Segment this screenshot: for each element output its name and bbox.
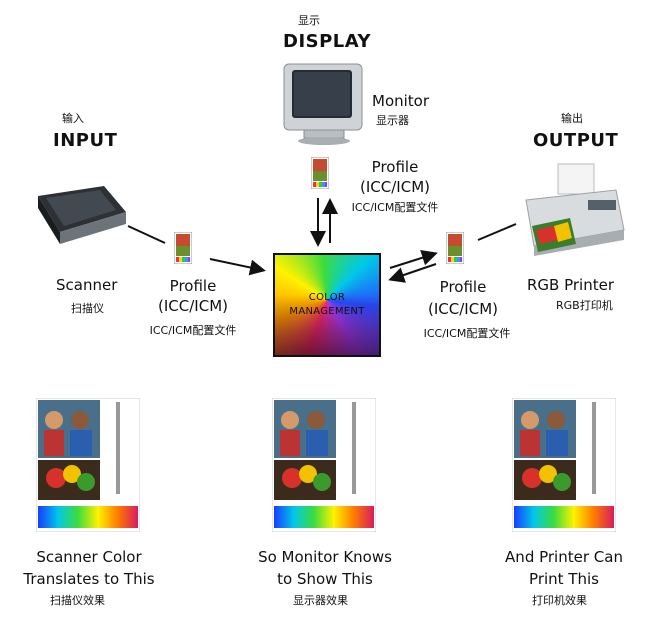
display-profile-icon <box>311 157 329 189</box>
monitor-cn-label: 显示器 <box>376 114 409 127</box>
input-profile-line1: Profile <box>169 277 217 295</box>
color-management-line2: MANAGEMENT <box>289 306 365 317</box>
input-heading: INPUT <box>53 130 118 151</box>
monitor-caption-line2: to Show This <box>277 570 373 588</box>
output-back-arrow <box>388 263 437 283</box>
input-profile-line2: (ICC/ICM) <box>158 297 228 315</box>
monitor-icon <box>283 63 363 145</box>
display-cn-label: 显示 <box>298 14 320 27</box>
color-management-box: COLOR MANAGEMENT <box>273 253 381 357</box>
scanner-to-profile-line <box>127 225 166 244</box>
scanner-cn-label: 扫描仪 <box>71 302 104 315</box>
printer-icon <box>525 163 625 256</box>
printer-caption-line1: And Printer Can <box>505 548 623 566</box>
color-management-line1: COLOR <box>308 292 346 303</box>
input-profile-cn: ICC/ICM配置文件 <box>149 324 237 337</box>
scanner-label: Scanner <box>56 276 118 294</box>
scanner-caption-line2: Translates to This <box>23 570 155 588</box>
scanner-caption-cn: 扫描仪效果 <box>50 594 105 607</box>
output-cn-label: 输出 <box>561 112 583 125</box>
scanner-icon <box>38 186 126 244</box>
display-profile-line1: Profile <box>371 158 419 176</box>
scanner-result-image <box>36 398 140 532</box>
output-profile-line2: (ICC/ICM) <box>428 300 498 318</box>
output-heading: OUTPUT <box>533 130 619 151</box>
monitor-result-image <box>272 398 376 532</box>
monitor-caption-cn: 显示器效果 <box>293 594 348 607</box>
output-profile-icon <box>446 232 464 264</box>
printer-caption-cn: 打印机效果 <box>532 594 587 607</box>
display-profile-line2: (ICC/ICM) <box>360 178 430 196</box>
input-cn-label: 输入 <box>62 112 84 125</box>
printer-caption-line2: Print This <box>529 570 599 588</box>
scanner-caption-line1: Scanner Color <box>36 548 142 566</box>
input-profile-icon <box>174 232 192 264</box>
printer-cn-label: RGB打印机 <box>556 299 613 312</box>
output-profile-line1: Profile <box>439 278 487 296</box>
printer-to-profile-line <box>477 223 517 241</box>
printer-result-image <box>512 398 616 532</box>
output-in-arrow <box>389 250 438 269</box>
printer-label: RGB Printer <box>527 276 615 294</box>
monitor-label: Monitor <box>372 92 430 110</box>
monitor-caption-line1: So Monitor Knows <box>258 548 392 566</box>
display-profile-cn: ICC/ICM配置文件 <box>351 201 439 214</box>
display-heading: DISPLAY <box>283 31 372 52</box>
input-profile-arrow <box>209 258 266 276</box>
output-profile-cn: ICC/ICM配置文件 <box>423 327 511 340</box>
